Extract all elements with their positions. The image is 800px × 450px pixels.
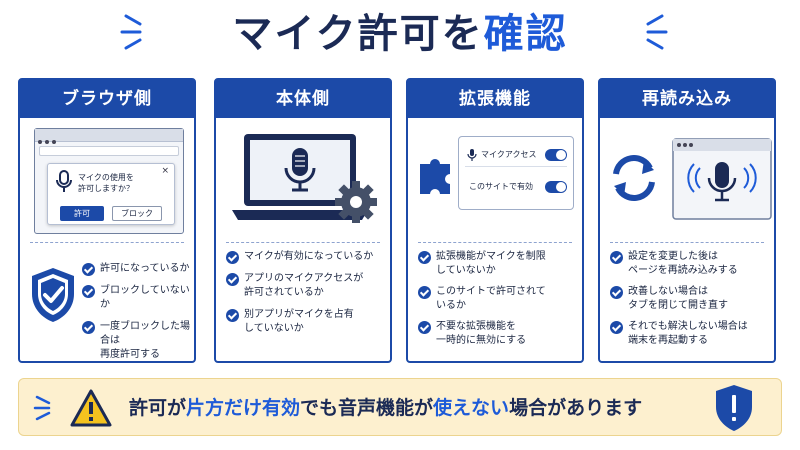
toggle-label: このサイトで有効	[469, 182, 533, 191]
toggle-label: マイクアクセス	[481, 150, 537, 159]
extension-toggle-row: このサイトで有効	[465, 175, 567, 199]
check-icon	[82, 263, 95, 276]
shield-check-icon	[32, 268, 74, 322]
warning-message: 許可が片方だけ有効でも音声機能が使えない場合があります	[129, 397, 643, 419]
card-reload: 再読み込み 設定を変更した後はページを再読み込みする 改善しない場合はタブを閉じ…	[598, 78, 776, 363]
list-item: マイクが有効になっているか	[226, 250, 386, 264]
close-icon[interactable]: ×	[161, 166, 169, 176]
toggle-switch[interactable]	[545, 149, 567, 161]
warning-banner: 許可が片方だけ有効でも音声機能が使えない場合があります	[18, 378, 782, 436]
check-icon	[610, 251, 623, 264]
reload-illustration	[600, 118, 774, 242]
sparkle-left-icon	[33, 395, 51, 421]
title-accent: 確認	[483, 11, 568, 57]
card-device: 本体側 マイクが有効	[214, 78, 392, 363]
check-list: 設定を変更した後はページを再読み込みする 改善しない場合はタブを閉じて開き直す …	[610, 250, 770, 355]
list-item: 許可になっているか	[82, 262, 190, 276]
microphone-icon	[467, 149, 477, 161]
browser-sound-icon	[672, 138, 772, 220]
popup-line-1: マイクの使用を	[78, 173, 134, 182]
divider	[30, 242, 184, 243]
check-icon	[226, 309, 239, 322]
check-icon	[610, 286, 623, 299]
divider	[610, 242, 764, 243]
check-icon	[418, 286, 431, 299]
laptop-microphone-icon	[232, 134, 377, 223]
extension-settings-panel: マイクアクセス このサイトで有効	[458, 136, 574, 210]
list-item: このサイトで許可されているか	[418, 285, 578, 313]
sparkle-left-icon	[120, 14, 142, 50]
browser-illustration: マイクの使用を許可しますか？ × 許可 ブロック	[20, 118, 194, 242]
browser-window: マイクの使用を許可しますか？ × 許可 ブロック	[34, 128, 184, 234]
check-icon	[418, 251, 431, 264]
toggle-switch[interactable]	[545, 181, 567, 193]
divider	[418, 242, 572, 243]
card-extensions: 拡張機能 マイクアクセス このサイトで有効 拡張機能がマイクを制限していないか	[406, 78, 584, 363]
check-icon	[226, 273, 239, 286]
check-icon	[82, 321, 95, 334]
list-item: 一度ブロックした場合は再度許可する	[82, 320, 190, 362]
microphone-icon	[56, 170, 72, 192]
check-list: マイクが有効になっているか アプリのマイクアクセスが許可されているか 別アプリが…	[226, 250, 386, 344]
check-icon	[226, 251, 239, 264]
list-item: それでも解決しない場合は端末を再起動する	[610, 320, 770, 348]
mic-permission-popup: マイクの使用を許可しますか？ × 許可 ブロック	[47, 163, 175, 225]
card-heading: 再読み込み	[600, 80, 774, 118]
refresh-icon	[613, 155, 655, 201]
list-item: ブロックしていないか	[82, 284, 190, 312]
list-item: 不要な拡張機能を一時的に無効にする	[418, 320, 578, 348]
list-item: 拡張機能がマイクを制限していないか	[418, 250, 578, 278]
allow-button[interactable]: 許可	[60, 206, 104, 221]
sparkle-right-icon	[646, 14, 668, 50]
puzzle-piece-icon	[420, 159, 450, 194]
card-heading: ブラウザ側	[20, 80, 194, 118]
warning-triangle-icon	[70, 389, 112, 427]
card-heading: 拡張機能	[408, 80, 582, 118]
list-item: 設定を変更した後はページを再読み込みする	[610, 250, 770, 278]
shield-alert-icon	[716, 385, 752, 431]
title-main: マイク許可を	[232, 11, 484, 57]
block-button[interactable]: ブロック	[112, 206, 162, 221]
divider	[226, 242, 380, 243]
check-list: 拡張機能がマイクを制限していないか このサイトで許可されているか 不要な拡張機能…	[418, 250, 578, 355]
page-title: マイク許可を確認	[0, 6, 800, 62]
card-browser: ブラウザ側 マイクの使用を許可しますか？ × 許可 ブロック 許可になって	[18, 78, 196, 363]
address-bar	[39, 146, 179, 156]
list-item: 別アプリがマイクを占有していないか	[226, 308, 386, 336]
popup-line-2: 許可しますか？	[78, 184, 134, 193]
check-list: 許可になっているか ブロックしていないか 一度ブロックした場合は再度許可する	[82, 262, 190, 370]
list-item: 改善しない場合はタブを閉じて開き直す	[610, 285, 770, 313]
extension-illustration: マイクアクセス このサイトで有効	[408, 118, 582, 242]
check-icon	[418, 321, 431, 334]
list-item: アプリのマイクアクセスが許可されているか	[226, 272, 386, 300]
check-icon	[82, 285, 95, 298]
extension-toggle-row: マイクアクセス	[465, 143, 567, 167]
check-icon	[610, 321, 623, 334]
laptop-illustration	[216, 118, 390, 242]
card-heading: 本体側	[216, 80, 390, 118]
